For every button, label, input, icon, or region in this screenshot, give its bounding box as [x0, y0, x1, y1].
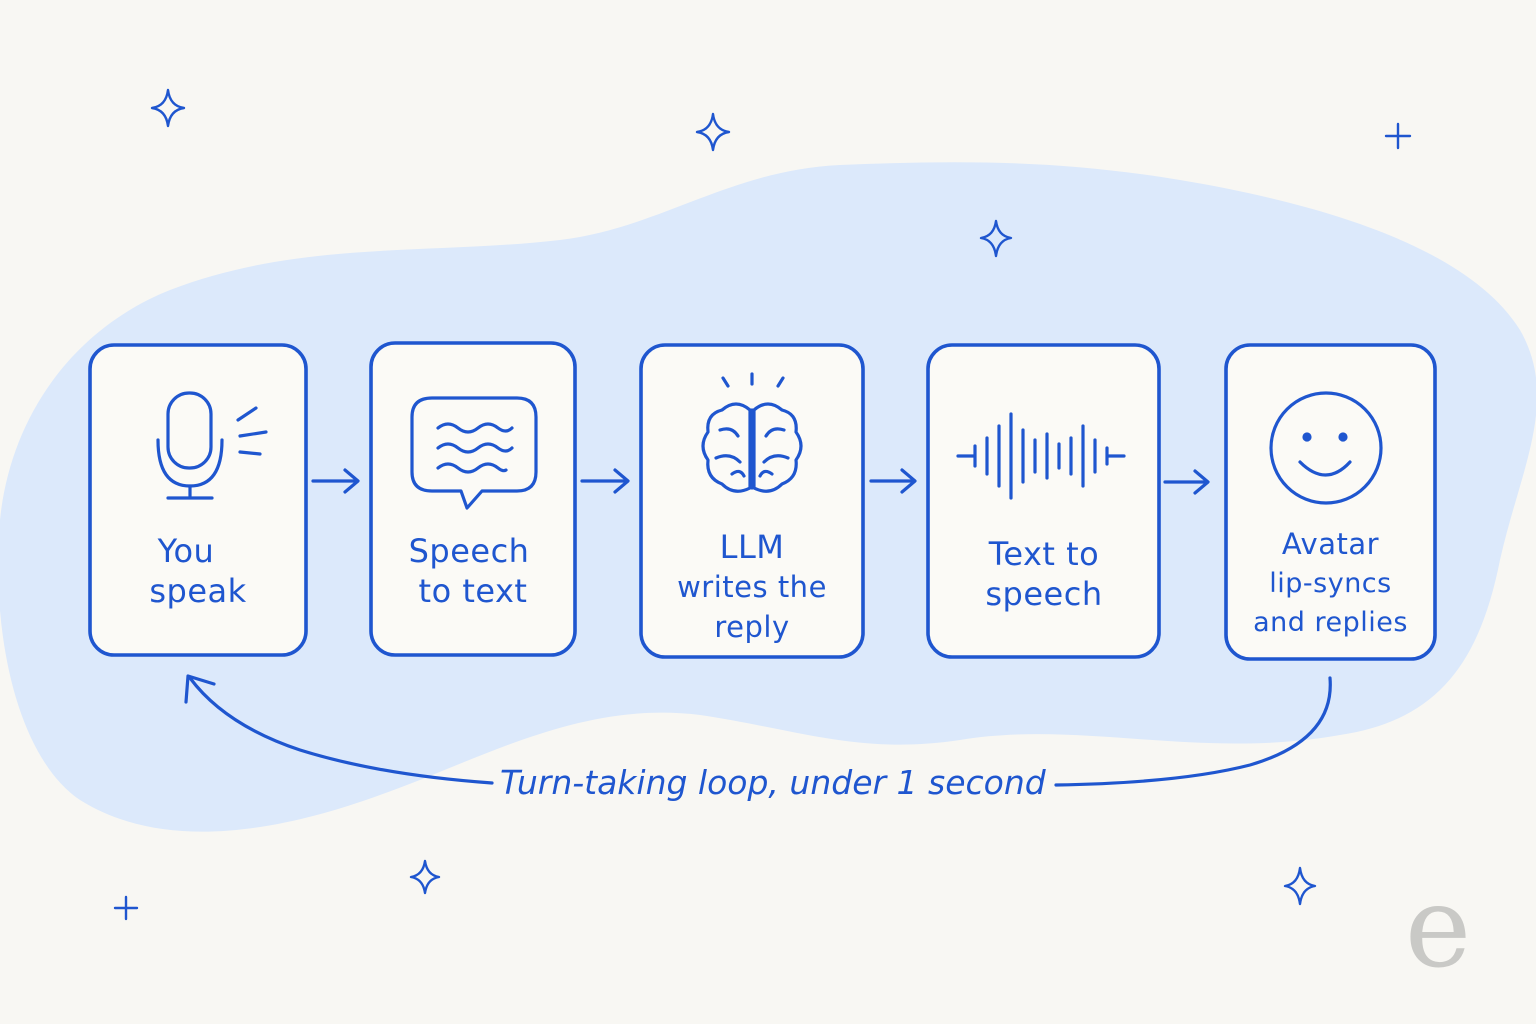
- sparkle-icon: [695, 112, 731, 152]
- smiley-face-icon: [1269, 391, 1383, 505]
- sparkle-icon: [150, 88, 186, 128]
- arrow-icon: [580, 468, 630, 494]
- loop-label: Turn-taking loop, under 1 second: [500, 763, 1046, 802]
- step-label-line: LLM: [719, 528, 785, 566]
- step-label-line: speak: [149, 572, 247, 610]
- sparkle-icon: [113, 895, 139, 921]
- step-card-llm: [639, 343, 865, 659]
- step-label-line: to text: [418, 572, 528, 610]
- sparkle-icon: [1384, 122, 1412, 150]
- step-label-tts: Text to speech: [932, 534, 1156, 614]
- brand-logo: e: [1404, 863, 1472, 993]
- step-label-stt: Speech to text: [373, 531, 573, 611]
- step-label-line: Avatar: [1281, 527, 1380, 561]
- step-label-line: lip-syncs: [1269, 568, 1392, 599]
- step-label-line: Text to: [988, 535, 1100, 573]
- step-card-speak: [88, 343, 308, 657]
- microphone-icon: [156, 391, 268, 500]
- speech-bubble-icon: [410, 396, 538, 510]
- brain-icon: [701, 372, 803, 493]
- step-label-speak: You speak: [98, 531, 298, 611]
- sparkles: [113, 88, 1412, 921]
- step-label-line: speech: [985, 575, 1103, 613]
- arrow-icon: [869, 468, 917, 494]
- step-label-avatar: Avatar lip-syncs and replies: [1228, 525, 1433, 642]
- arrow-icon: [1163, 469, 1210, 495]
- step-label-line: Speech: [408, 532, 530, 570]
- step-label-line: reply: [714, 610, 790, 644]
- sparkle-icon: [409, 859, 441, 895]
- step-label-llm: LLM writes the reply: [642, 527, 862, 647]
- loop-arrow: [184, 674, 1332, 787]
- step-label-line: writes the: [677, 570, 827, 604]
- sparkle-icon: [979, 219, 1013, 258]
- sparkle-icon: [1283, 866, 1317, 906]
- sound-wave-icon: [956, 412, 1126, 500]
- arrow-icon: [311, 468, 360, 494]
- step-label-line: and replies: [1253, 607, 1408, 638]
- step-label-line: You: [157, 532, 215, 570]
- step-card-tts: [926, 343, 1161, 659]
